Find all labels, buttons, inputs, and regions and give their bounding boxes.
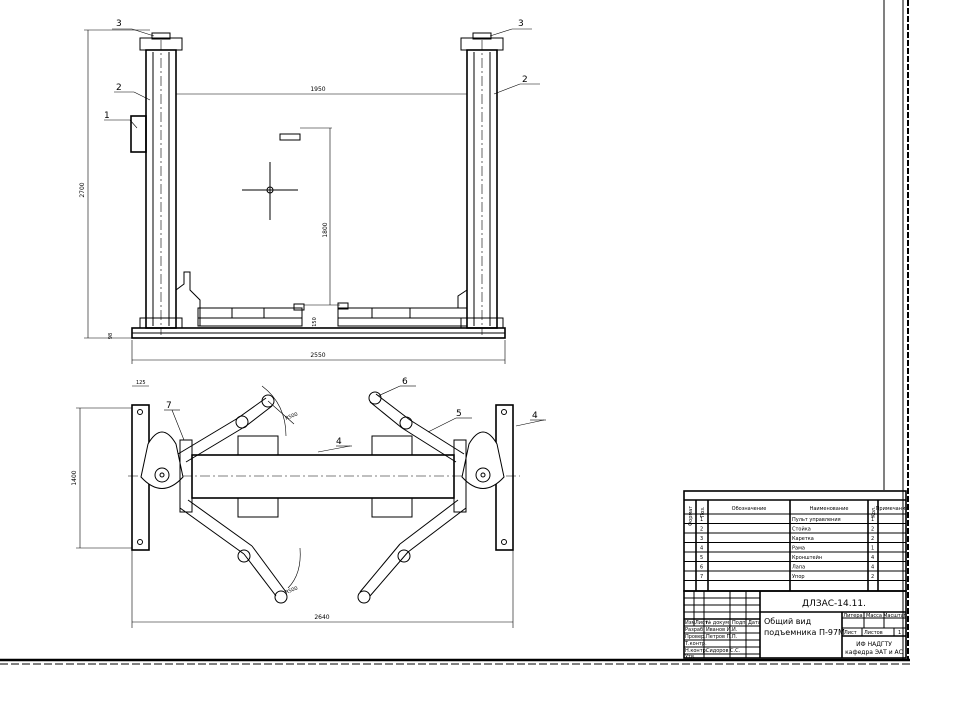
spec-rows: 1 Пульт управления 1 2 Стойка 2 3 Каретка 2 4 Рама… xyxy=(684,513,906,581)
spec-row-pos: 3 xyxy=(700,536,703,542)
drawing-title-line2: подъемника П-97М xyxy=(764,628,845,637)
spec-row-name: Пульт управления xyxy=(792,517,841,523)
tb-mass: Масса xyxy=(866,613,882,619)
spec-header-format: Формат xyxy=(688,506,694,526)
tb-header-docno: № докум. xyxy=(706,620,731,626)
tb-scale: Масштаб xyxy=(883,613,907,619)
spec-row-pos: 6 xyxy=(700,565,703,571)
tb-header-date: Дата xyxy=(748,620,761,626)
front-view: 2700 2550 1950 1800 150 98 1 2 2 3 xyxy=(79,19,540,364)
spec-header-pos: Поз. xyxy=(700,506,706,517)
tb-role-checker: Провер. xyxy=(685,634,706,640)
tb-sheets: Листов xyxy=(864,630,883,636)
center-mark xyxy=(242,162,298,220)
spec-row-name: Лапа xyxy=(792,565,805,571)
spec-row-name: Каретка xyxy=(792,536,814,542)
spec-row-qty: 4 xyxy=(871,565,874,571)
spec-header-note: Примечание xyxy=(876,506,909,512)
spec-row-name: Стойка xyxy=(792,526,811,533)
dim-arc-upper: R500 xyxy=(285,411,299,421)
tb-header-change: Изм. xyxy=(685,620,697,626)
callout-1: 1 xyxy=(104,111,110,121)
organization-line1: ИФ НАДГТУ xyxy=(856,641,892,648)
dim-pad-height: 150 xyxy=(312,317,318,327)
front-callouts: 1 2 2 3 3 xyxy=(104,19,540,129)
dim-plate-width: 125 xyxy=(136,380,146,386)
right-pillar-plan xyxy=(453,431,505,513)
designation: ДЛЗАС-14.11. xyxy=(802,599,866,609)
left-pillar-plan xyxy=(140,431,193,513)
callout-3-left: 3 xyxy=(116,19,122,29)
dim-arc-lower: R500 xyxy=(285,585,299,595)
title-block-left-grid: Изм. Лист № докум. Подп. Дата Разраб. Пр… xyxy=(684,591,761,660)
callout-5: 5 xyxy=(456,409,462,419)
spec-row-qty: 4 xyxy=(871,555,874,561)
tb-name-ncontrol: Сидоров С.С. xyxy=(706,648,741,654)
control-panel xyxy=(130,115,147,153)
spec-row-name: Кронштейн xyxy=(792,554,822,561)
tb-role-approved: Утв. xyxy=(685,654,696,660)
spec-header-designation: Обозначение xyxy=(732,506,767,512)
spec-row-pos: 7 xyxy=(700,574,703,580)
front-dimensions: 2700 2550 1950 1800 150 98 xyxy=(79,29,506,364)
callout-6: 6 xyxy=(402,377,408,387)
right-column xyxy=(460,32,504,335)
spec-row-pos: 4 xyxy=(700,546,703,552)
dim-plan-width: 2640 xyxy=(314,614,329,621)
tb-sheet: Лист xyxy=(844,630,857,636)
tb-role-tcontrol: Т.контр. xyxy=(684,641,707,647)
dim-base-width: 2550 xyxy=(310,352,325,359)
main-frame xyxy=(191,454,455,499)
spec-row-pos: 2 xyxy=(700,527,703,533)
callout-3-right: 3 xyxy=(518,19,524,29)
tb-name-checker: Петров П.П. xyxy=(706,634,738,640)
spec-row-pos: 1 xyxy=(700,517,703,523)
dim-base-thickness: 98 xyxy=(108,333,114,339)
tb-litera: Литера xyxy=(843,613,862,619)
dim-column-gap: 1950 xyxy=(310,86,325,93)
spec-row-qty: 2 xyxy=(871,536,874,542)
spec-row-qty: 2 xyxy=(871,527,874,533)
left-column xyxy=(139,32,183,335)
callout-4-right: 4 xyxy=(532,411,538,421)
callout-2-right: 2 xyxy=(522,75,528,85)
tb-name-developer: Иванов И.И. xyxy=(706,627,738,633)
spec-table: Формат Поз. Обозначение Наименование Кол… xyxy=(683,490,909,592)
spec-row-qty: 1 xyxy=(871,546,874,552)
spec-header-name: Наименование xyxy=(810,506,849,512)
tb-header-sheet: Лист xyxy=(695,620,708,626)
plan-callouts: 7 6 5 4 4 xyxy=(164,377,546,453)
tb-sheets-value: 1 xyxy=(898,630,901,636)
sheet-frame xyxy=(0,0,910,665)
tb-role-ncontrol: Н.контр. xyxy=(685,648,708,654)
right-arm xyxy=(337,289,468,327)
dim-plan-depth: 1400 xyxy=(71,470,78,485)
title-block: Изм. Лист № докум. Подп. Дата Разраб. Пр… xyxy=(683,590,907,660)
tb-role-developer: Разраб. xyxy=(685,627,705,633)
plan-view: 2640 1400 125 R500 R500 7 6 5 4 xyxy=(71,377,546,628)
tb-header-sign: Подп. xyxy=(732,620,748,626)
dim-lift-height: 1800 xyxy=(322,222,329,237)
callout-7: 7 xyxy=(166,401,172,411)
dim-height: 2700 xyxy=(79,182,86,197)
spec-header-qty: Кол. xyxy=(871,506,877,518)
plan-dimensions: 2640 1400 125 R500 R500 xyxy=(71,380,514,628)
left-arm xyxy=(175,271,305,327)
callout-4-center: 4 xyxy=(336,437,342,447)
spec-row-qty: 1 xyxy=(871,517,874,523)
raised-pad xyxy=(279,127,340,306)
spec-row-name: Упор xyxy=(792,574,805,580)
drawing-title-line1: Общий вид xyxy=(764,617,812,626)
callout-2-left: 2 xyxy=(116,83,122,93)
spec-row-qty: 2 xyxy=(871,574,874,580)
spec-row-pos: 5 xyxy=(700,555,703,561)
organization-line2: кафедра ЭАТ и АС xyxy=(845,649,903,656)
spec-row-name: Рама xyxy=(792,546,805,552)
plan-arms xyxy=(177,391,467,604)
